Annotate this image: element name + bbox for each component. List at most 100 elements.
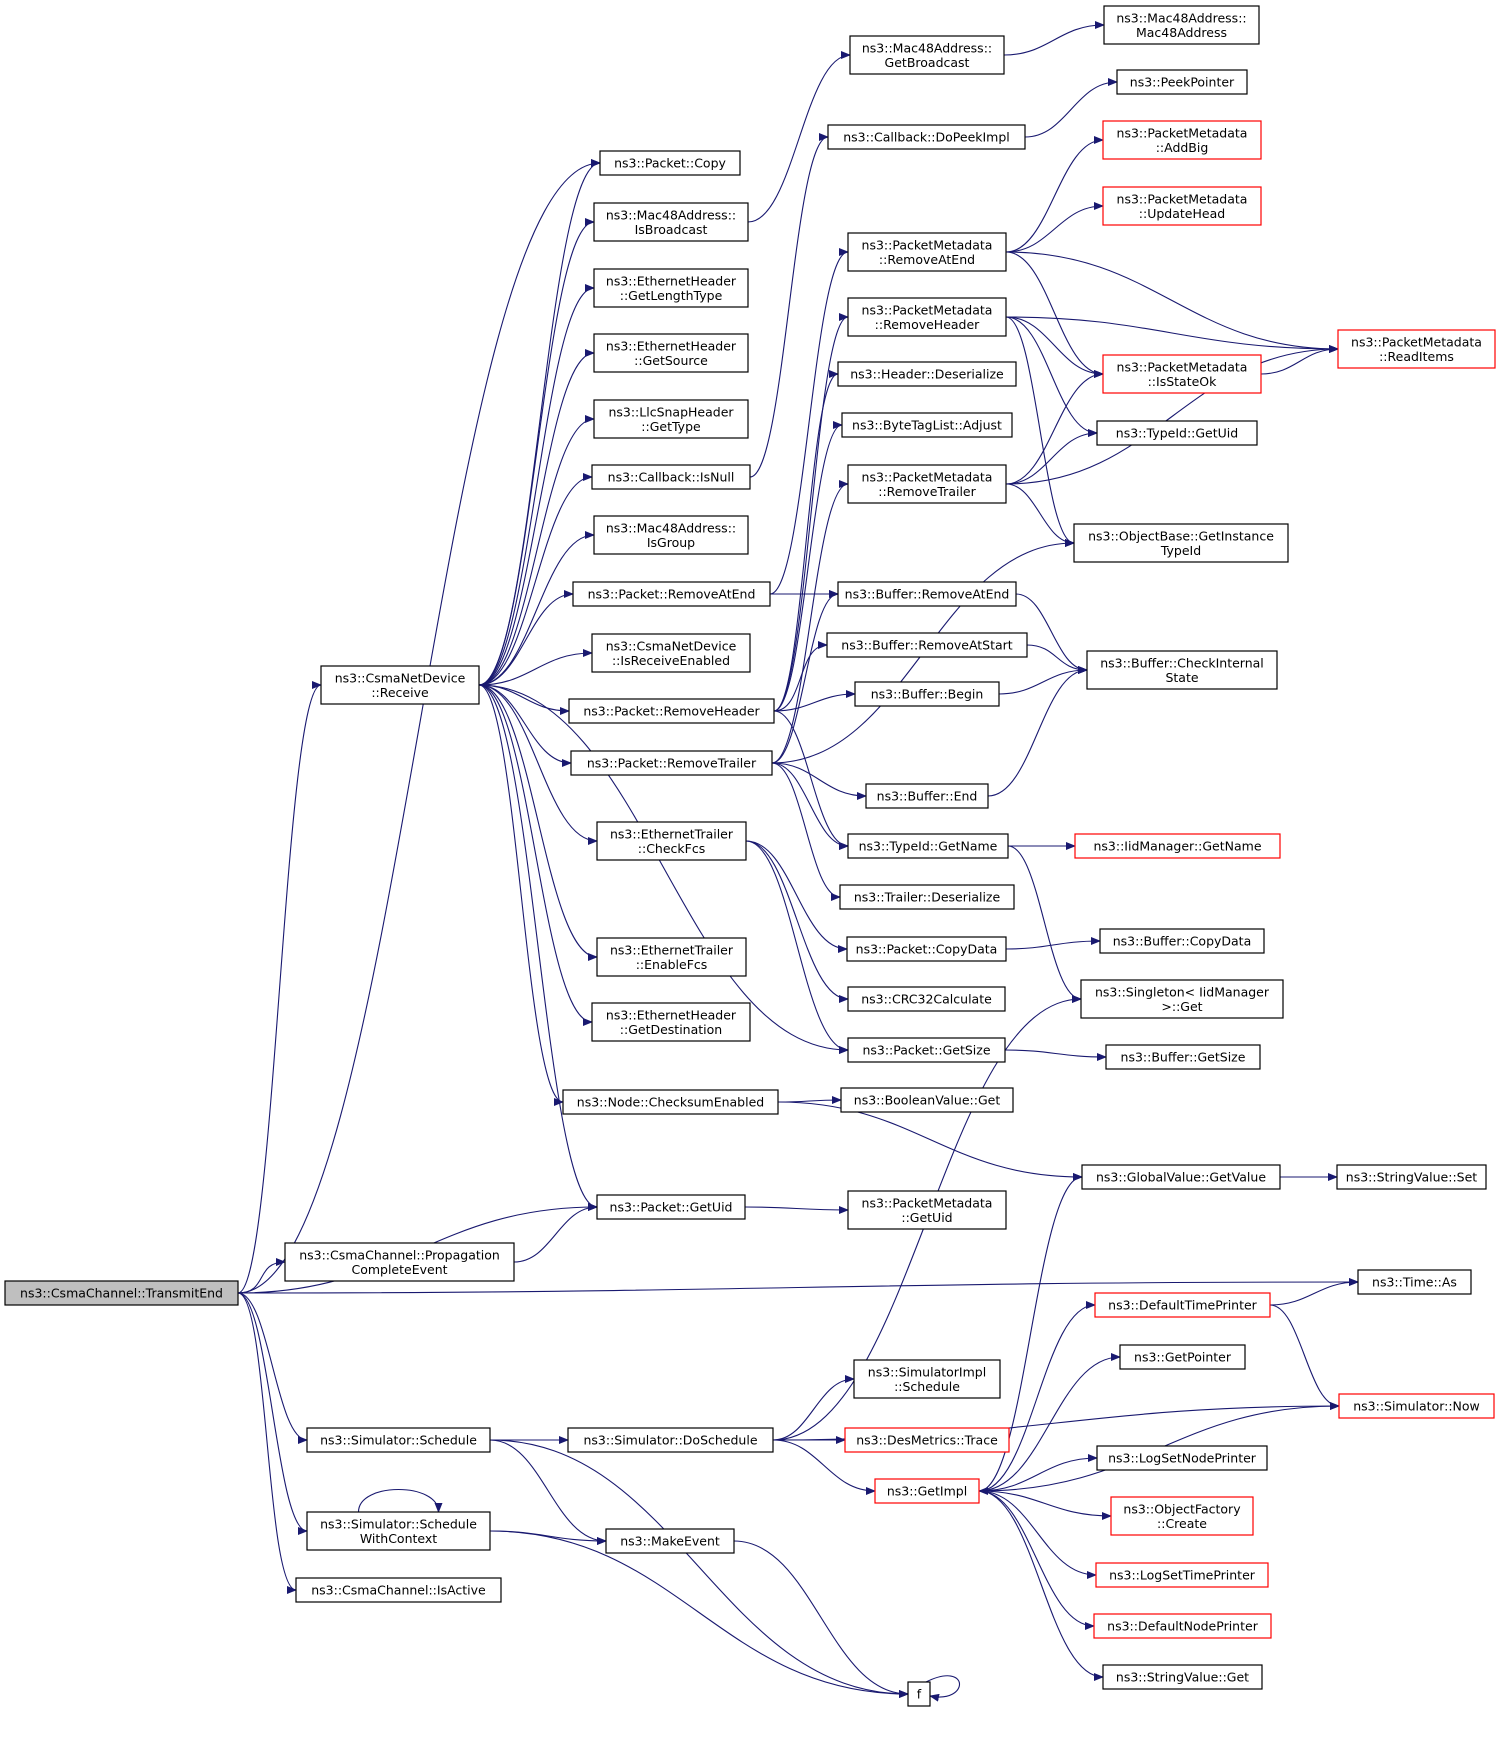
node-box <box>570 750 773 776</box>
node-buf-begin[interactable]: ns3::Buffer::Begin <box>854 681 1000 707</box>
node-buf-copy-data[interactable]: ns3::Buffer::CopyData <box>1099 928 1265 954</box>
node-bool-get[interactable]: ns3::BooleanValue::Get <box>840 1087 1014 1113</box>
node-pkt-get-size[interactable]: ns3::Packet::GetSize <box>847 1037 1006 1063</box>
node-simulator-now[interactable]: ns3::Simulator::Now <box>1338 1393 1495 1419</box>
node-get-pointer[interactable]: ns3::GetPointer <box>1119 1344 1246 1370</box>
node-global-get-value[interactable]: ns3::GlobalValue::GetValue <box>1081 1164 1281 1190</box>
node-pkt-remove-trailer[interactable]: ns3::Packet::RemoveTrailer <box>570 750 773 776</box>
node-pkt-get-uid[interactable]: ns3::Packet::GetUid <box>596 1194 746 1220</box>
node-is-receive-enabled[interactable]: ns3::CsmaNetDevice::IsReceiveEnabled <box>591 633 751 673</box>
node-pkt-copy-data[interactable]: ns3::Packet::CopyData <box>846 936 1007 962</box>
node-sim-impl-schedule[interactable]: ns3::SimulatorImpl::Schedule <box>853 1359 1001 1399</box>
node-get-length-type[interactable]: ns3::EthernetHeader::GetLengthType <box>593 268 749 308</box>
node-trailer-deserialize[interactable]: ns3::Trailer::Deserialize <box>839 884 1015 910</box>
edge-pkt-remove-header-to-header-deserialize <box>773 370 839 712</box>
node-box <box>1093 1613 1272 1639</box>
node-pkt-remove-at-end[interactable]: ns3::Packet::RemoveAtEnd <box>572 581 771 607</box>
node-string-value-set[interactable]: ns3::StringValue::Set <box>1336 1164 1487 1190</box>
node-do-peek-impl[interactable]: ns3::Callback::DoPeekImpl <box>827 124 1026 150</box>
node-buf-remove-at-start[interactable]: ns3::Buffer::RemoveAtStart <box>826 632 1028 658</box>
node-read-items[interactable]: ns3::PacketMetadata::ReadItems <box>1337 329 1496 369</box>
node-propagation[interactable]: ns3::CsmaChannel::PropagationCompleteEve… <box>284 1242 515 1282</box>
node-buf-get-size[interactable]: ns3::Buffer::GetSize <box>1105 1044 1261 1070</box>
node-label: ns3::PacketMetadata <box>1351 334 1482 349</box>
node-mac48ctor[interactable]: ns3::Mac48Address::Mac48Address <box>1103 5 1260 45</box>
node-header-deserialize[interactable]: ns3::Header::Deserialize <box>837 361 1017 387</box>
node-label: ::RemoveHeader <box>875 317 981 332</box>
node-btl-adjust[interactable]: ns3::ByteTagList::Adjust <box>841 412 1013 438</box>
node-log-set-time-printer[interactable]: ns3::LogSetTimePrinter <box>1095 1562 1269 1588</box>
node-label: ns3::Packet::RemoveTrailer <box>587 756 757 771</box>
node-pm-remove-at-end[interactable]: ns3::PacketMetadata::RemoveAtEnd <box>847 232 1007 272</box>
node-box <box>593 202 749 242</box>
node-box <box>1074 833 1281 859</box>
node-iid-get-name[interactable]: ns3::IidManager::GetName <box>1074 833 1281 859</box>
node-buf-remove-at-end[interactable]: ns3::Buffer::RemoveAtEnd <box>837 581 1017 607</box>
node-receive[interactable]: ns3::CsmaNetDevice::Receive <box>320 665 480 705</box>
edge-pkt-remove-trailer-to-buf-end <box>771 762 867 800</box>
node-is-broadcast[interactable]: ns3::Mac48Address::IsBroadcast <box>593 202 749 242</box>
node-box <box>847 297 1007 337</box>
node-box <box>284 1242 515 1282</box>
node-is-active[interactable]: ns3::CsmaChannel::IsActive <box>295 1577 502 1603</box>
node-type-id-get-name[interactable]: ns3::TypeId::GetName <box>847 833 1009 859</box>
node-make-event[interactable]: ns3::MakeEvent <box>605 1528 735 1554</box>
node-object-factory-create[interactable]: ns3::ObjectFactory::Create <box>1110 1496 1254 1536</box>
node-checksum-enabled[interactable]: ns3::Node::ChecksumEnabled <box>562 1089 779 1115</box>
node-box <box>593 268 749 308</box>
node-default-node-printer[interactable]: ns3::DefaultNodePrinter <box>1093 1613 1272 1639</box>
node-default-time-printer[interactable]: ns3::DefaultTimePrinter <box>1094 1292 1271 1318</box>
node-pm-get-uid[interactable]: ns3::PacketMetadata::GetUid <box>847 1190 1007 1230</box>
node-get-source[interactable]: ns3::EthernetHeader::GetSource <box>593 333 749 373</box>
node-singleton-get[interactable]: ns3::Singleton< IidManager>::Get <box>1080 979 1284 1019</box>
node-pm-remove-header[interactable]: ns3::PacketMetadata::RemoveHeader <box>847 297 1007 337</box>
node-box <box>874 1478 980 1504</box>
node-transmit-end[interactable]: ns3::CsmaChannel::TransmitEnd <box>4 1280 239 1306</box>
node-get-broadcast[interactable]: ns3::Mac48Address::GetBroadcast <box>849 35 1005 75</box>
node-f[interactable]: f <box>907 1681 931 1707</box>
node-packet-copy[interactable]: ns3::Packet::Copy <box>599 150 741 176</box>
node-label: ns3::Packet::CopyData <box>856 942 998 957</box>
node-get-impl[interactable]: ns3::GetImpl <box>874 1478 980 1504</box>
node-do-schedule[interactable]: ns3::Simulator::DoSchedule <box>567 1427 774 1453</box>
node-is-state-ok[interactable]: ns3::PacketMetadata::IsStateOk <box>1102 354 1262 394</box>
node-pm-remove-trailer[interactable]: ns3::PacketMetadata::RemoveTrailer <box>847 464 1007 504</box>
node-label: ::GetDestination <box>620 1022 722 1037</box>
node-box <box>567 1427 774 1453</box>
node-type-id-get-uid[interactable]: ns3::TypeId::GetUid <box>1096 420 1258 446</box>
node-get-destination[interactable]: ns3::EthernetHeader::GetDestination <box>591 1002 751 1042</box>
node-log-set-node-printer[interactable]: ns3::LogSetNodePrinter <box>1096 1445 1268 1471</box>
node-is-group[interactable]: ns3::Mac48Address::IsGroup <box>593 515 749 555</box>
node-peek-pointer[interactable]: ns3::PeekPointer <box>1116 69 1248 95</box>
node-label: ns3::PacketMetadata <box>1117 191 1248 206</box>
node-label: ::GetUid <box>901 1210 952 1225</box>
node-cb-is-null[interactable]: ns3::Callback::IsNull <box>591 464 751 490</box>
edge-receive-to-is-receive-enabled <box>478 649 593 686</box>
edge-do-peek-impl-to-peek-pointer <box>1024 78 1118 138</box>
node-box <box>1094 1292 1271 1318</box>
node-buf-end[interactable]: ns3::Buffer::End <box>865 783 989 809</box>
node-check-fcs[interactable]: ns3::EthernetTrailer::CheckFcs <box>596 821 747 861</box>
edge-pkt-get-size-to-buf-get-size <box>1004 1049 1107 1061</box>
node-enable-fcs[interactable]: ns3::EthernetTrailer::EnableFcs <box>596 937 747 977</box>
node-add-big[interactable]: ns3::PacketMetadata::AddBig <box>1102 120 1262 160</box>
node-crc32[interactable]: ns3::CRC32Calculate <box>847 986 1006 1012</box>
node-llc-get-type[interactable]: ns3::LlcSnapHeader::GetType <box>593 399 749 439</box>
node-des-metrics[interactable]: ns3::DesMetrics::Trace <box>844 1427 1010 1453</box>
edge-buf-remove-at-start-to-check-internal-state <box>1026 644 1088 674</box>
node-update-head[interactable]: ns3::PacketMetadata::UpdateHead <box>1102 186 1262 226</box>
node-label: ns3::PacketMetadata <box>862 469 993 484</box>
node-label: ns3::DefaultNodePrinter <box>1107 1619 1259 1634</box>
node-box <box>865 783 989 809</box>
node-time-as[interactable]: ns3::Time::As <box>1357 1269 1472 1295</box>
node-label: ns3::LogSetTimePrinter <box>1109 1568 1256 1583</box>
node-sim-schedule[interactable]: ns3::Simulator::Schedule <box>306 1427 491 1453</box>
node-string-value-get[interactable]: ns3::StringValue::Get <box>1102 1664 1263 1690</box>
node-pkt-remove-header[interactable]: ns3::Packet::RemoveHeader <box>568 698 775 724</box>
node-label: ns3::GlobalValue::GetValue <box>1096 1170 1266 1185</box>
node-label: ns3::TypeId::GetUid <box>1116 426 1238 441</box>
node-label: ns3::DesMetrics::Trace <box>856 1433 998 1448</box>
